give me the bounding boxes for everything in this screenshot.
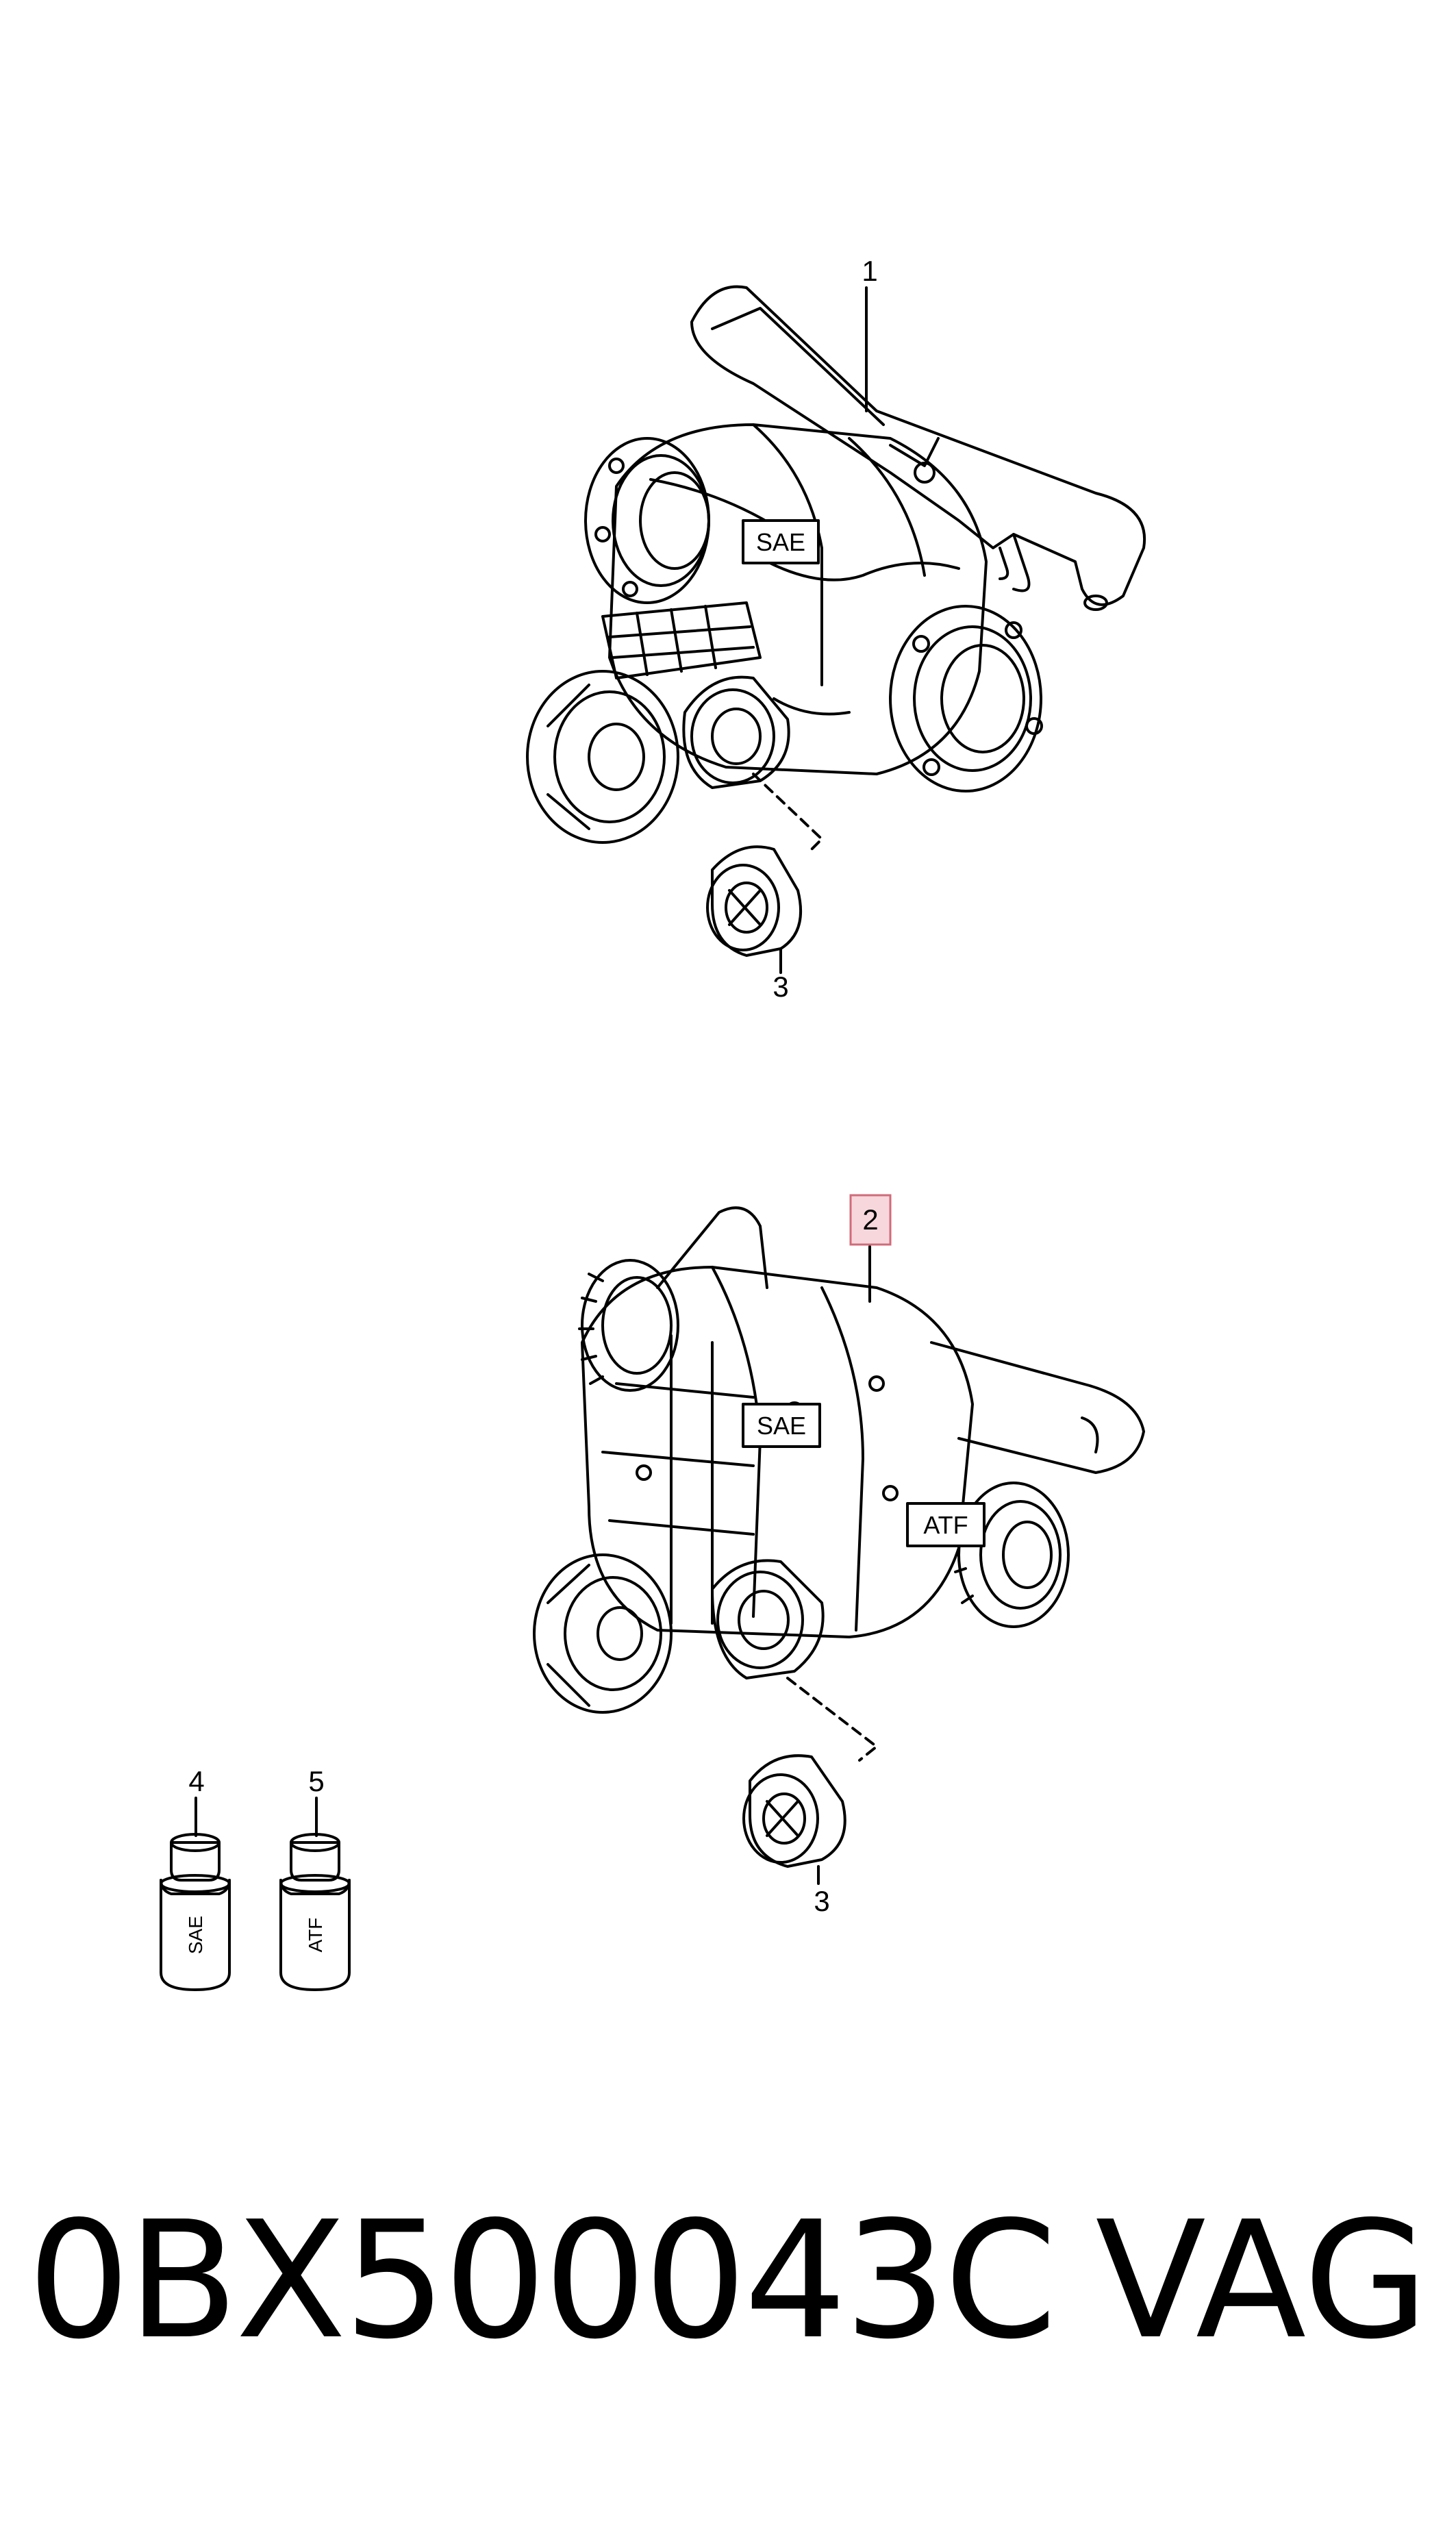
- callout-2[interactable]: 2: [862, 1203, 878, 1236]
- brand-name: VAG: [1095, 2186, 1429, 2375]
- bottle-label-sae: SAE: [185, 1916, 206, 1954]
- callout-2-highlight: [849, 1194, 892, 1246]
- part-number: 0BX500043C: [27, 2186, 1057, 2375]
- callout-4[interactable]: 4: [188, 1765, 204, 1797]
- callout-3-bottom[interactable]: 3: [814, 1885, 829, 1917]
- callout-3-top[interactable]: 3: [773, 971, 788, 1003]
- tag-sae-bottom: SAE: [757, 1412, 806, 1440]
- bottle-label-atf: ATF: [305, 1918, 326, 1953]
- callout-1[interactable]: 1: [862, 255, 877, 287]
- tag-atf-bottom: ATF: [923, 1511, 968, 1539]
- rubber-bushing-top[interactable]: [706, 845, 803, 974]
- oil-bottle-sae[interactable]: [160, 1797, 231, 1991]
- rear-differential-assembly-top[interactable]: [526, 285, 1146, 854]
- oil-bottle-atf[interactable]: [279, 1797, 351, 1991]
- tag-sae-top: SAE: [756, 528, 805, 556]
- rubber-bushing-bottom[interactable]: [742, 1754, 846, 1885]
- footer: 0BX500043C VAG: [0, 2178, 1456, 2384]
- callout-5[interactable]: 5: [308, 1765, 324, 1797]
- rear-differential-assembly-bottom[interactable]: [533, 1206, 1145, 1762]
